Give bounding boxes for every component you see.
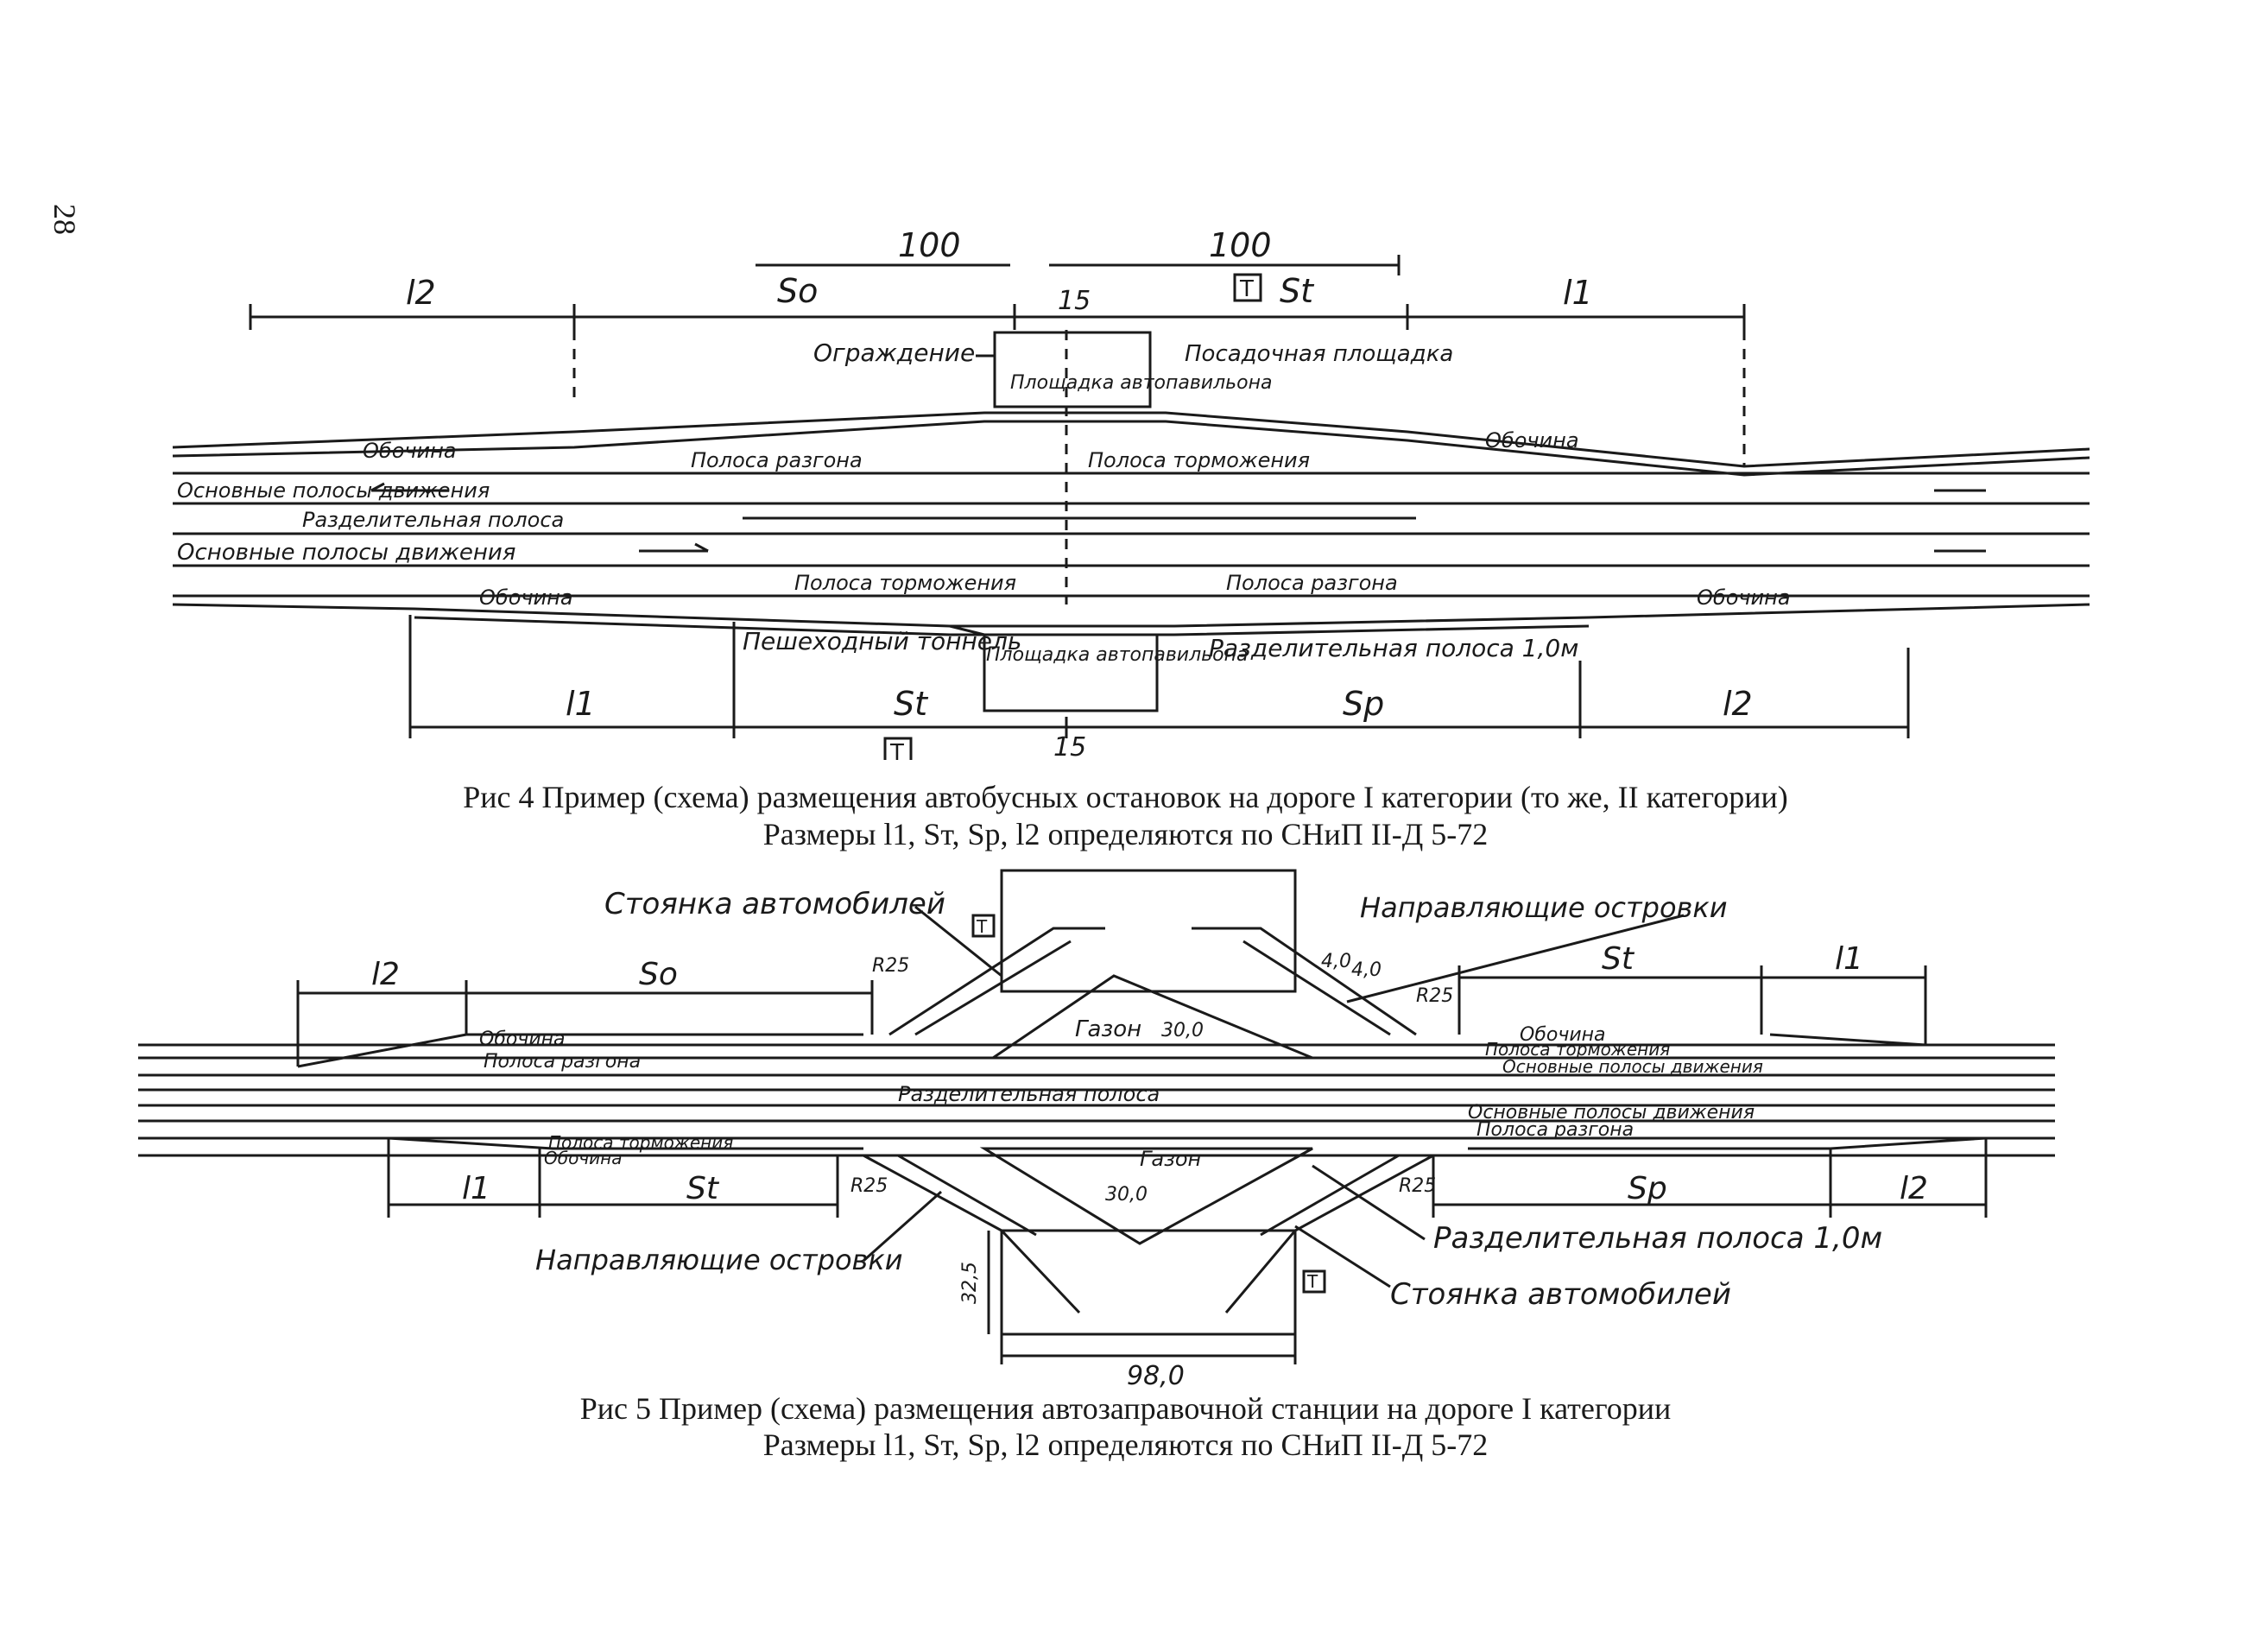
label-razdelitelnaya-mid: Разделительная полоса bbox=[898, 1082, 1160, 1106]
label-obochina-tr: Обочина bbox=[1485, 428, 1579, 453]
label-obochina-bl: Обочина bbox=[479, 585, 573, 610]
label-ploshchadka-bot: Площадка автопавильона bbox=[986, 644, 1248, 666]
dim-100-left: 100 bbox=[898, 226, 961, 264]
dim-980: 98,0 bbox=[1127, 1361, 1185, 1391]
label-polosa-razgona-top: Полоса разгона bbox=[691, 448, 863, 472]
dim-so-top: So bbox=[777, 272, 818, 310]
figure-5-caption-line-1: Рис 5 Пример (схема) размещения автозапр… bbox=[579, 1391, 1672, 1426]
figure-4-caption-line-2: Размеры l1, Sт, Sр, l2 определяются по С… bbox=[762, 817, 1489, 851]
label-polosa-razgona-l: Полоса разгона bbox=[484, 1051, 641, 1073]
dim-l2-5bot: l2 bbox=[1900, 1171, 1928, 1206]
label-stoyanka-top: Стоянка автомобилей bbox=[604, 887, 945, 921]
dim-l2-bot: l2 bbox=[1723, 685, 1753, 723]
label-polosa-razgona-r: Полоса разгона bbox=[1476, 1119, 1634, 1141]
dim-t-bot: T bbox=[889, 740, 904, 760]
label-polosa-tormozheniya-bot: Полоса торможения bbox=[794, 571, 1016, 595]
label-razdelitelnaya-bot: Разделительная полоса 1,0м bbox=[1433, 1221, 1882, 1256]
dim-15-bot: 15 bbox=[1053, 732, 1086, 760]
dim-l1-5top: l1 bbox=[1835, 941, 1863, 977]
label-ograzhdenie: Ограждение bbox=[813, 339, 975, 367]
label-napravl-top: Направляющие островки bbox=[1360, 891, 1728, 924]
figure-4-diagram: 100 100 l2 So 15 T St l1 Ограждение Площ… bbox=[172, 226, 2090, 760]
dim-sp-bot: Sp bbox=[1343, 685, 1384, 723]
label-obochina-l: Обочина bbox=[479, 1029, 566, 1050]
dim-t5-bot: T bbox=[1306, 1271, 1318, 1292]
label-osnovnye-r: Основные полосы движения bbox=[1502, 1056, 1763, 1077]
dim-r25a: R25 bbox=[872, 955, 909, 977]
figure-5-diagram: Стоянка автомобилей Направляющие островк… bbox=[138, 869, 2055, 1391]
dim-40b: 4,0 bbox=[1351, 959, 1382, 981]
label-osnovnye-top: Основные полосы движения bbox=[177, 478, 490, 503]
figure-4-caption-line-1: Рис 4 Пример (схема) размещения автобусн… bbox=[463, 780, 1788, 814]
label-obochina-l2: Обочина bbox=[544, 1148, 622, 1168]
label-razdelitelnaya-bot: Разделительная полоса 1,0м bbox=[1209, 634, 1578, 662]
label-polosa-razgona-bot: Полоса разгона bbox=[1226, 571, 1398, 595]
label-napravl-bot: Направляющие островки bbox=[535, 1244, 903, 1276]
dim-40a: 4,0 bbox=[1321, 951, 1351, 972]
dim-l1-top: l1 bbox=[1563, 274, 1593, 312]
label-razdelitelnaya-top: Разделительная полоса bbox=[302, 508, 564, 532]
dim-l1-5bot: l1 bbox=[462, 1171, 490, 1206]
dim-r25c: R25 bbox=[850, 1175, 888, 1197]
dim-l1-bot: l1 bbox=[566, 685, 596, 723]
label-ploshchadka-top: Площадка автопавильона bbox=[1010, 372, 1272, 394]
label-posadochnaya: Посадочная площадка bbox=[1185, 341, 1453, 367]
figure-5-caption-line-2: Размеры l1, Sт, Sр, l2 определяются по С… bbox=[762, 1427, 1489, 1462]
label-polosa-tormozh-r: Полоса торможения bbox=[1485, 1039, 1670, 1060]
label-gazon-bot: Газон bbox=[1140, 1147, 1201, 1171]
dim-sp-5bot: Sp bbox=[1628, 1171, 1667, 1206]
dim-so-5top: So bbox=[639, 957, 678, 992]
label-obochina-br: Обочина bbox=[1697, 585, 1791, 610]
dim-st-5bot: St bbox=[686, 1171, 720, 1206]
dim-st-top: St bbox=[1280, 272, 1315, 310]
dim-100-right: 100 bbox=[1209, 226, 1272, 264]
label-polosa-tormozh-l: Полоса торможения bbox=[548, 1132, 733, 1153]
dim-325: 32,5 bbox=[959, 1262, 981, 1304]
label-stoyanka-bot: Стоянка автомобилей bbox=[1390, 1277, 1731, 1312]
dim-t-top: T bbox=[1239, 276, 1254, 302]
dim-l2-5top: l2 bbox=[371, 957, 400, 992]
label-obochina-tl: Обочина bbox=[363, 439, 457, 463]
dim-st-5top: St bbox=[1602, 941, 1635, 977]
label-obochina-r: Обочина bbox=[1520, 1024, 1606, 1046]
dim-r25b: R25 bbox=[1416, 985, 1453, 1007]
dim-300-bot: 30,0 bbox=[1105, 1184, 1148, 1206]
dim-l2-top: l2 bbox=[406, 274, 436, 312]
dim-t5-top: T bbox=[976, 916, 988, 937]
label-gazon-top: Газон bbox=[1075, 1016, 1141, 1042]
dim-15-top: 15 bbox=[1058, 286, 1091, 316]
dim-st-bot: St bbox=[894, 685, 929, 723]
label-osnovnye-r2: Основные полосы движения bbox=[1468, 1102, 1755, 1123]
label-peshekhodny: Пешеходный тоннель bbox=[743, 627, 1021, 655]
label-osnovnye-bot: Основные полосы движения bbox=[177, 540, 515, 566]
dim-r25d: R25 bbox=[1399, 1175, 1436, 1197]
dim-300-top: 30,0 bbox=[1161, 1020, 1204, 1041]
label-polosa-tormozheniya-top: Полоса торможения bbox=[1088, 448, 1310, 472]
